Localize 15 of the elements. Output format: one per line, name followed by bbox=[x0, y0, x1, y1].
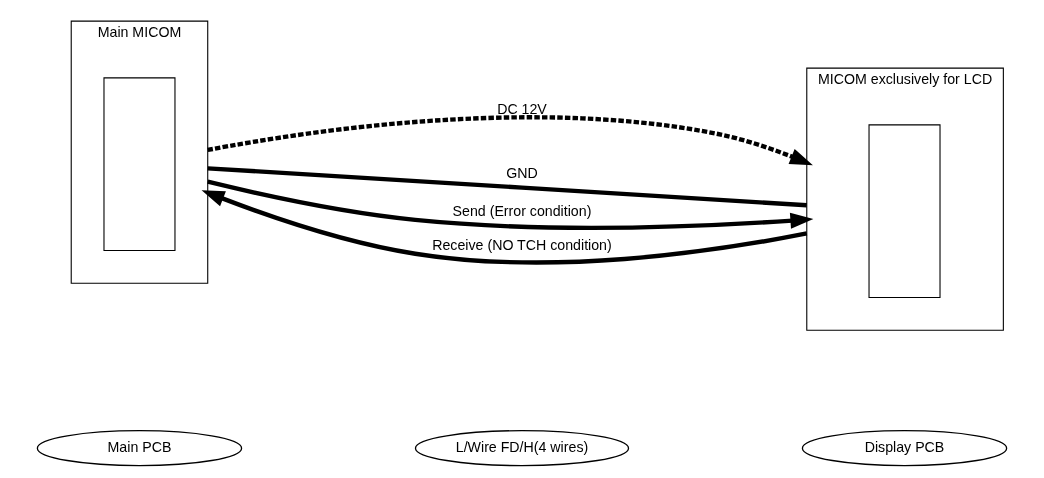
edge-label: Receive (NO TCH condition) bbox=[432, 236, 612, 253]
cluster: MICOM exclusively for LCD bbox=[806, 67, 1004, 331]
node-ellipse: Display PCB bbox=[801, 430, 1008, 467]
edge-label: GND bbox=[506, 164, 538, 181]
node-ellipse: Main PCB bbox=[36, 430, 243, 467]
connector bbox=[207, 166, 807, 208]
node-ellipse: L/Wire FD/H(4 wires) bbox=[414, 430, 630, 467]
node-box bbox=[868, 124, 941, 298]
arrow bbox=[201, 190, 808, 265]
edge-label: DC 12V bbox=[497, 101, 547, 118]
edge-label: Send (Error condition) bbox=[452, 202, 592, 219]
arrow bbox=[207, 115, 813, 166]
arrow bbox=[207, 179, 814, 230]
node-box bbox=[103, 77, 176, 251]
cluster: Main MICOM bbox=[70, 20, 209, 284]
